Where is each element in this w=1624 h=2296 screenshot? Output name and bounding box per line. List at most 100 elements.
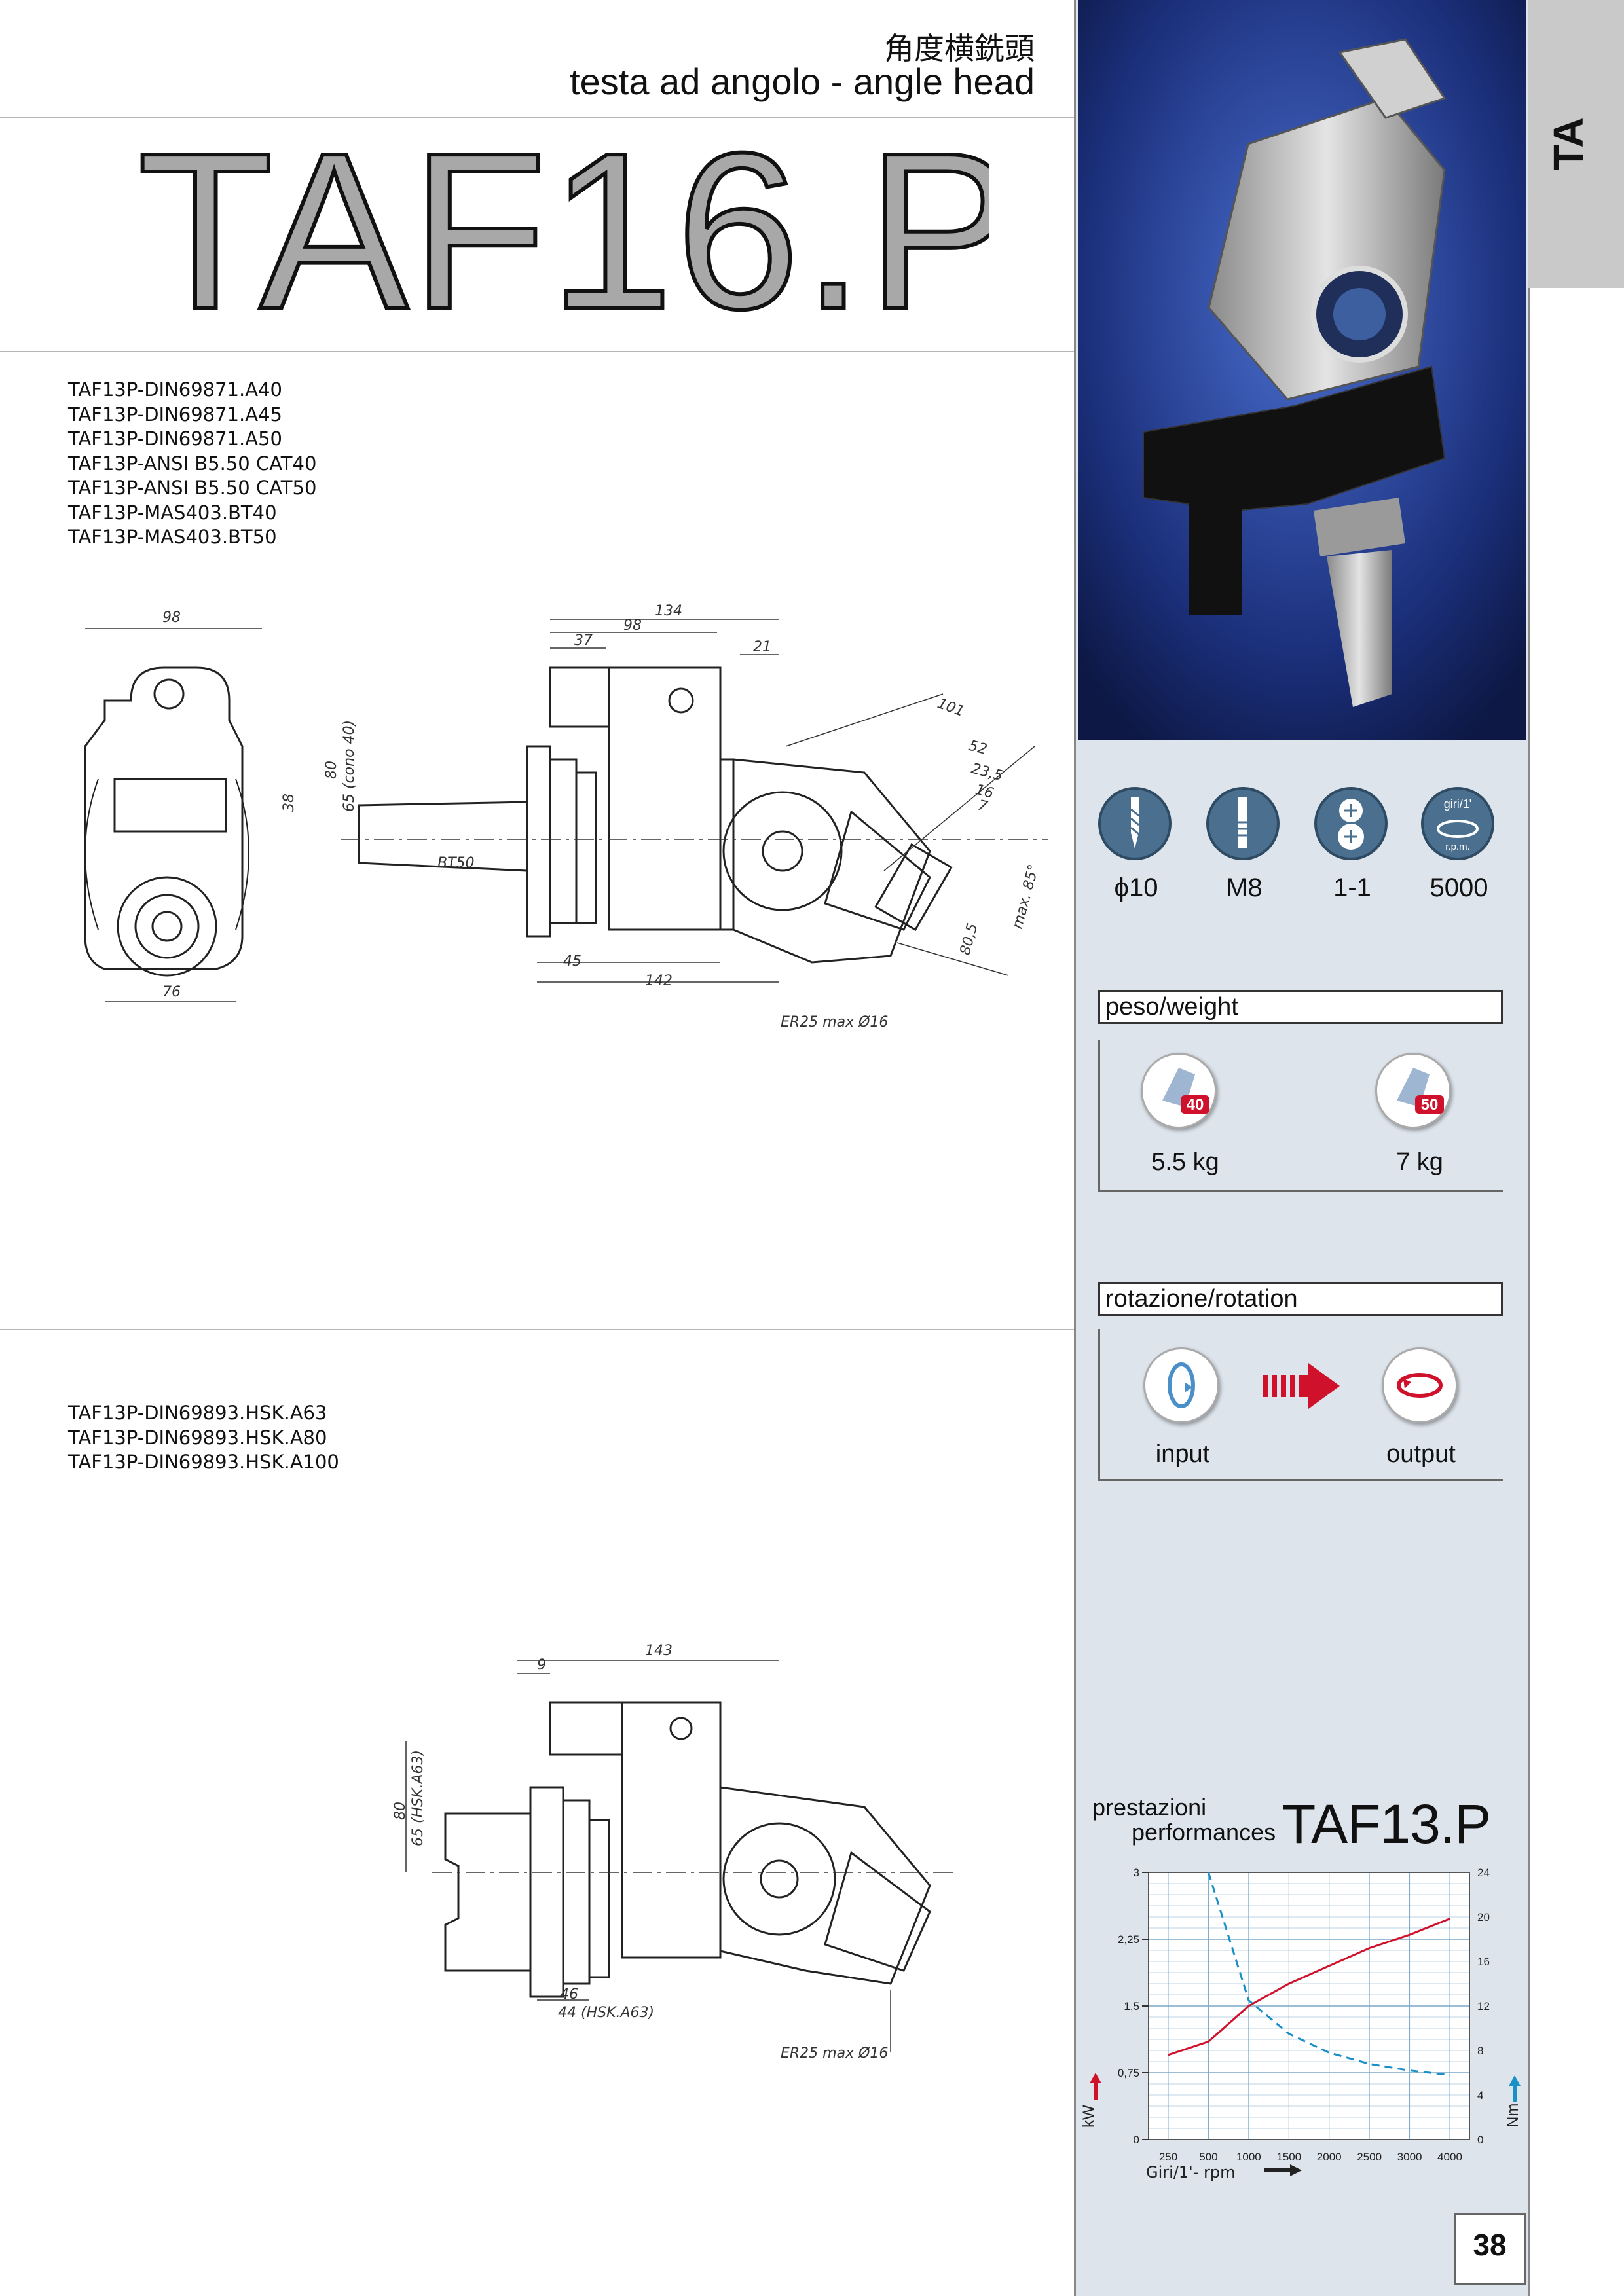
kw-arrow-icon: [1090, 2073, 1101, 2100]
svg-text:65 (HSK.A63): 65 (HSK.A63): [410, 1750, 426, 1846]
title-chinese: 角度横銑頭: [884, 31, 1035, 66]
y-tick-label: 3: [1134, 1867, 1139, 1879]
x-tick-label: 250: [1159, 2151, 1177, 2163]
weight-40-value: 5.5 kg: [1151, 1148, 1219, 1176]
spec-rpm: 5000: [1430, 873, 1488, 902]
y2-tick-label: 16: [1477, 1956, 1490, 1968]
y2-tick-label: 24: [1477, 1867, 1490, 1879]
section-tab: TA: [1528, 0, 1624, 288]
taper-40-icon: 40: [1141, 1053, 1217, 1129]
svg-text:giri/1': giri/1': [1444, 797, 1471, 811]
weight-50-value: 7 kg: [1396, 1148, 1443, 1176]
model-list-top: TAF13P-DIN69871.A40 TAF13P-DIN69871.A45 …: [68, 378, 316, 550]
svg-text:23,5: 23,5: [969, 761, 1005, 785]
x-tick-label: 2000: [1317, 2151, 1342, 2163]
perf-model: TAF13.P: [1282, 1793, 1491, 1855]
y2-axis-label: Nm: [1504, 2104, 1522, 2128]
svg-text:134: 134: [655, 603, 682, 619]
nm-arrow-icon: [1509, 2075, 1521, 2102]
perf-title-en: performances: [1132, 1819, 1276, 1846]
svg-text:ER25 max Ø16: ER25 max Ø16: [781, 1014, 888, 1030]
rotation-title: rotazione/rotation: [1098, 1282, 1503, 1316]
product-photo: [1078, 0, 1526, 740]
svg-text:80,5: 80,5: [957, 922, 982, 957]
y2-tick-label: 8: [1477, 2045, 1483, 2057]
svg-text:BT50: BT50: [437, 855, 475, 871]
direction-arrow-icon: [1263, 1363, 1340, 1409]
svg-text:44 (HSK.A63): 44 (HSK.A63): [558, 2005, 654, 2021]
y-tick-label: 0,75: [1118, 2067, 1139, 2079]
list-item: TAF13P-DIN69893.HSK.A63: [68, 1402, 327, 1424]
svg-text:max. 85°: max. 85°: [1010, 863, 1043, 931]
svg-text:ER25 max Ø16: ER25 max Ø16: [781, 2045, 888, 2062]
list-item: TAF13P-DIN69893.HSK.A100: [68, 1451, 339, 1473]
svg-text:38: 38: [281, 793, 297, 812]
input-rotation-icon: [1143, 1347, 1219, 1423]
svg-text:80: 80: [392, 1802, 409, 1820]
input-label: input: [1155, 1440, 1210, 1468]
svg-text:TAF16.P: TAF16.P: [138, 131, 989, 327]
y-tick-label: 2,25: [1118, 1933, 1139, 1946]
svg-text:40: 40: [1187, 1096, 1204, 1114]
output-label: output: [1386, 1440, 1456, 1468]
svg-text:21: 21: [753, 639, 771, 655]
svg-text:101: 101: [935, 695, 967, 720]
rpm-icon: giri/1' r.p.m.: [1421, 787, 1494, 860]
x-tick-label: 3000: [1397, 2151, 1422, 2163]
list-item: TAF13P-ANSI B5.50 CAT40: [68, 452, 317, 475]
perf-title-it: prestazioni: [1092, 1794, 1207, 1821]
list-item: TAF13P-DIN69893.HSK.A80: [68, 1426, 327, 1449]
svg-text:37: 37: [574, 632, 593, 649]
y2-tick-label: 20: [1477, 1911, 1490, 1923]
svg-text:65 (cono 40): 65 (cono 40): [341, 720, 358, 812]
y2-tick-label: 12: [1477, 2000, 1490, 2013]
rpm-arrow-icon: [1264, 2164, 1302, 2176]
weight-title: peso/weight: [1098, 990, 1503, 1024]
technical-drawing-top: 98 76 38 80 65 (cono 40) 134 98 37 21 10…: [84, 603, 1048, 1030]
title-divider: [0, 351, 1074, 352]
x-tick-label: 4000: [1437, 2151, 1462, 2163]
svg-text:52: 52: [967, 738, 989, 758]
page-number-box: [1454, 2213, 1526, 2285]
x-tick-label: 500: [1199, 2151, 1217, 2163]
section-divider: [0, 1329, 1074, 1330]
header-divider: [0, 117, 1074, 118]
list-item: TAF13P-MAS403.BT50: [68, 526, 277, 548]
svg-text:7: 7: [976, 797, 989, 816]
svg-text:r.p.m.: r.p.m.: [1445, 841, 1470, 852]
y-axis-label: kW: [1080, 2105, 1098, 2128]
svg-text:46: 46: [560, 1986, 578, 2003]
page-number: 38: [1473, 2228, 1507, 2262]
svg-text:98: 98: [623, 617, 642, 634]
svg-text:45: 45: [563, 953, 581, 970]
list-item: TAF13P-MAS403.BT40: [68, 501, 277, 524]
weight-box: [1098, 1040, 1503, 1192]
model-title: TAF16.P: [138, 131, 989, 327]
svg-text:98: 98: [162, 610, 181, 626]
list-item: TAF13P-DIN69871.A45: [68, 403, 282, 426]
tap-icon: [1206, 787, 1280, 860]
spec-diameter: ϕ10: [1114, 873, 1158, 902]
list-item: TAF13P-DIN69871.A50: [68, 428, 282, 450]
technical-drawing-bottom: 143 9 80 65 (HSK.A63) 46 44 (HSK.A63) ER…: [392, 1643, 956, 2062]
series-line-nm: [1207, 1872, 1450, 2076]
model-list-bottom: TAF13P-DIN69893.HSK.A63 TAF13P-DIN69893.…: [68, 1401, 339, 1475]
list-item: TAF13P-ANSI B5.50 CAT50: [68, 477, 317, 499]
svg-text:76: 76: [162, 984, 181, 1000]
title-subtitle: testa ad angolo - angle head: [570, 61, 1035, 102]
list-item: TAF13P-DIN69871.A40: [68, 378, 282, 401]
x-tick-label: 1000: [1236, 2151, 1261, 2163]
spec-ratio: 1-1: [1333, 873, 1371, 902]
y2-tick-label: 0: [1477, 2134, 1483, 2146]
spec-thread: M8: [1226, 873, 1263, 902]
series-line-kw: [1168, 1918, 1450, 2056]
gear-ratio-icon: [1314, 787, 1388, 860]
taper-50-icon: 50: [1375, 1053, 1451, 1129]
y-tick-label: 1,5: [1124, 2000, 1139, 2013]
output-rotation-icon: [1382, 1347, 1458, 1423]
x-tick-label: 1500: [1276, 2151, 1301, 2163]
rotation-box: [1098, 1329, 1503, 1481]
y2-tick-label: 4: [1477, 2089, 1483, 2102]
svg-text:50: 50: [1421, 1096, 1439, 1114]
